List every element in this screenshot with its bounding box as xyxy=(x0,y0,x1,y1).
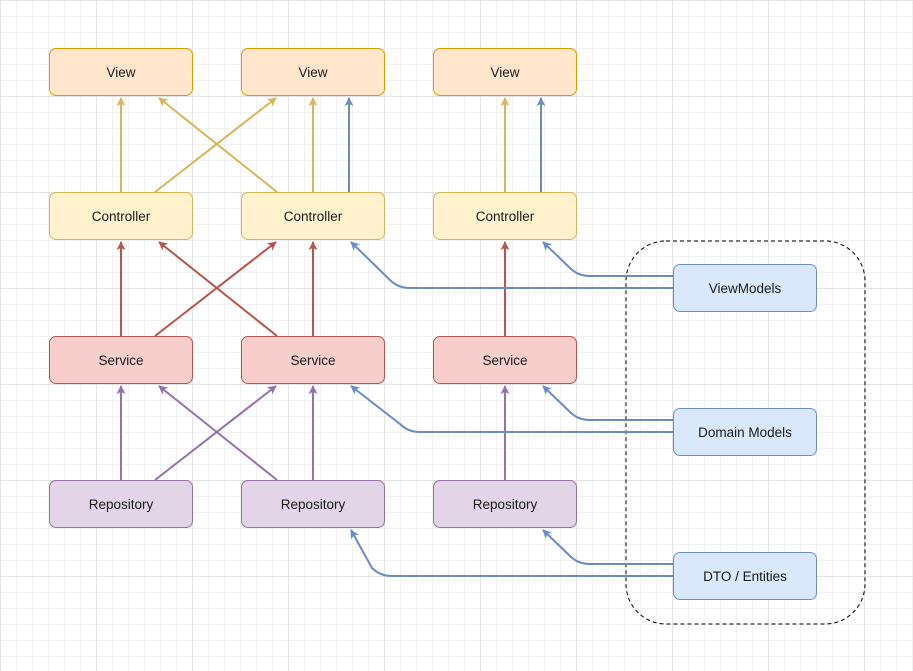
repository-label: Repository xyxy=(88,496,154,512)
viewmodels-label: ViewModels xyxy=(708,280,782,296)
edge-controller1-view2 xyxy=(154,97,277,193)
domain-models-label: Domain Models xyxy=(698,424,792,440)
controller-node-2[interactable]: Controller xyxy=(241,192,385,240)
repository-label: Repository xyxy=(280,496,346,512)
service-label: Service xyxy=(482,352,528,368)
view-node-1[interactable]: View xyxy=(49,48,193,96)
service-label: Service xyxy=(290,352,336,368)
edge-dto-repository3 xyxy=(542,529,673,565)
repository-node-2[interactable]: Repository xyxy=(241,480,385,528)
service-label: Service xyxy=(98,352,144,368)
repository-label: Repository xyxy=(472,496,538,512)
edge-repository1-service2 xyxy=(154,385,277,481)
controller-node-3[interactable]: Controller xyxy=(433,192,577,240)
dto-entities-node[interactable]: DTO / Entities xyxy=(673,552,817,600)
edge-dto-repository2 xyxy=(350,529,673,577)
edge-viewmodels-controller3 xyxy=(542,241,673,277)
view-label: View xyxy=(490,64,520,80)
edge-service2-controller1 xyxy=(158,241,278,337)
viewmodels-node[interactable]: ViewModels xyxy=(673,264,817,312)
service-node-2[interactable]: Service xyxy=(241,336,385,384)
edge-repository2-service1 xyxy=(158,385,278,481)
controller-node-1[interactable]: Controller xyxy=(49,192,193,240)
view-label: View xyxy=(298,64,328,80)
edge-viewmodels-controller2 xyxy=(350,241,673,289)
repository-node-1[interactable]: Repository xyxy=(49,480,193,528)
service-node-1[interactable]: Service xyxy=(49,336,193,384)
view-label: View xyxy=(106,64,136,80)
view-node-2[interactable]: View xyxy=(241,48,385,96)
edge-domainmodels-service2 xyxy=(350,385,673,433)
controller-label: Controller xyxy=(475,208,535,224)
controller-label: Controller xyxy=(283,208,343,224)
controller-label: Controller xyxy=(91,208,151,224)
view-node-3[interactable]: View xyxy=(433,48,577,96)
edge-controller2-view1 xyxy=(158,97,278,193)
domain-models-node[interactable]: Domain Models xyxy=(673,408,817,456)
service-node-3[interactable]: Service xyxy=(433,336,577,384)
dto-entities-label: DTO / Entities xyxy=(703,568,787,584)
edge-service1-controller2 xyxy=(154,241,277,337)
repository-node-3[interactable]: Repository xyxy=(433,480,577,528)
edge-domainmodels-service3 xyxy=(542,385,673,421)
